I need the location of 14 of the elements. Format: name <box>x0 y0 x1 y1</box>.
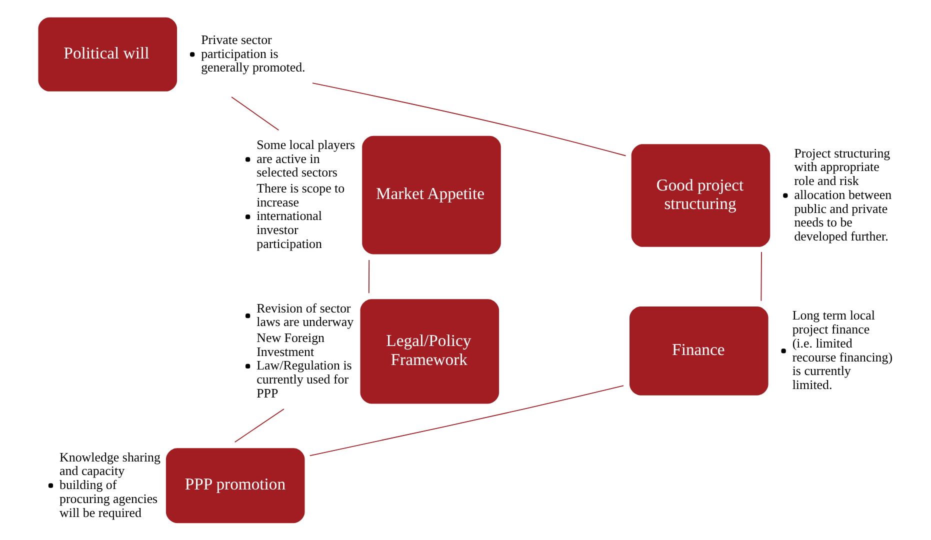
node-label: Some local players are active in selected sectors <box>256 136 356 180</box>
node-label: New Foreign Investment Law/Regulation is currently used for PPP <box>256 330 352 400</box>
connector <box>234 408 284 443</box>
node-label: Knowledge sharing and capacity building of procuring agencies will be required <box>60 449 161 520</box>
connector <box>312 82 626 156</box>
connector <box>309 385 624 456</box>
node-label: Private sector participation is generally promoted. <box>201 32 306 75</box>
connector <box>231 96 280 131</box>
node-label: There is scope to increase international investor participation <box>256 180 345 251</box>
node-label: Revision of sector laws are underway <box>256 300 354 330</box>
node-label: Long term local project finance (i.e. limited recourse financing) is currently limited. <box>792 308 893 392</box>
node-label: Project structuring with appropriate role and risk allocation between public and private needs to be developed further. <box>794 145 892 244</box>
connector <box>760 252 762 302</box>
connector <box>368 260 370 294</box>
